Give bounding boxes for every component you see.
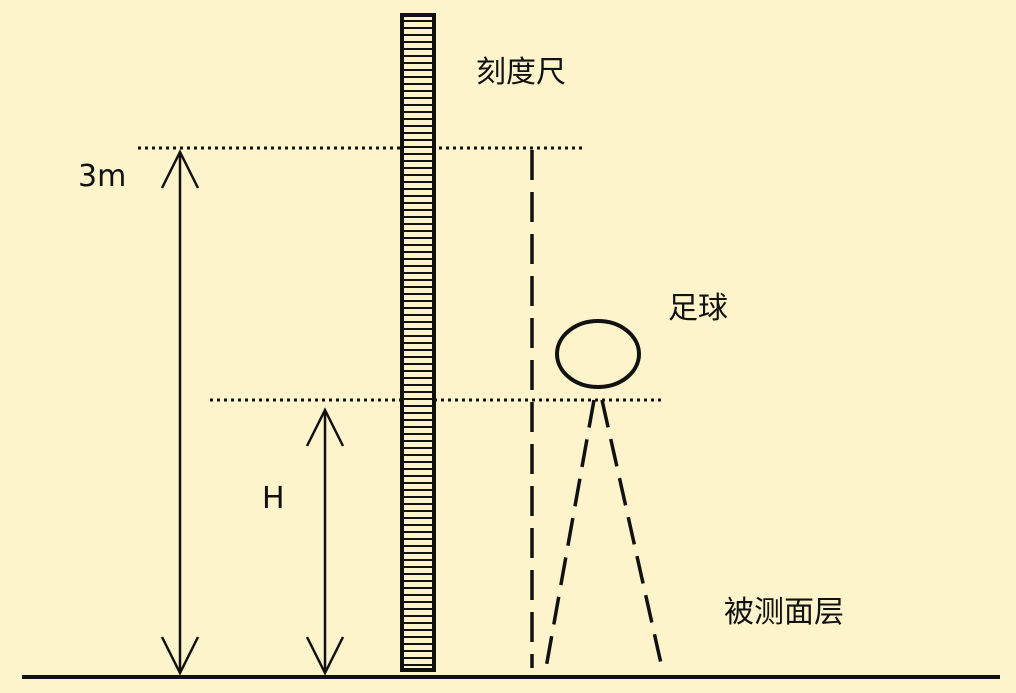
rebound-line-left: [544, 399, 596, 669]
ruler-ticks: [404, 20, 432, 666]
arrow-3m-top-head: [160, 149, 200, 189]
label-ruler: 刻度尺: [476, 55, 566, 90]
label-surface: 被测面层: [724, 595, 844, 630]
football: [555, 319, 641, 389]
label-ball: 足球: [668, 291, 728, 326]
label-3m: 3m: [78, 159, 126, 194]
arrow-h: [305, 407, 345, 676]
ruler: [400, 13, 436, 672]
arrow-h-top-head: [305, 407, 345, 447]
label-h: H: [262, 481, 285, 516]
rebound-line-right: [600, 399, 664, 669]
arrow-3m: [160, 149, 200, 676]
arrow-h-bottom-head: [305, 636, 345, 676]
arrow-3m-bottom-head: [160, 636, 200, 676]
